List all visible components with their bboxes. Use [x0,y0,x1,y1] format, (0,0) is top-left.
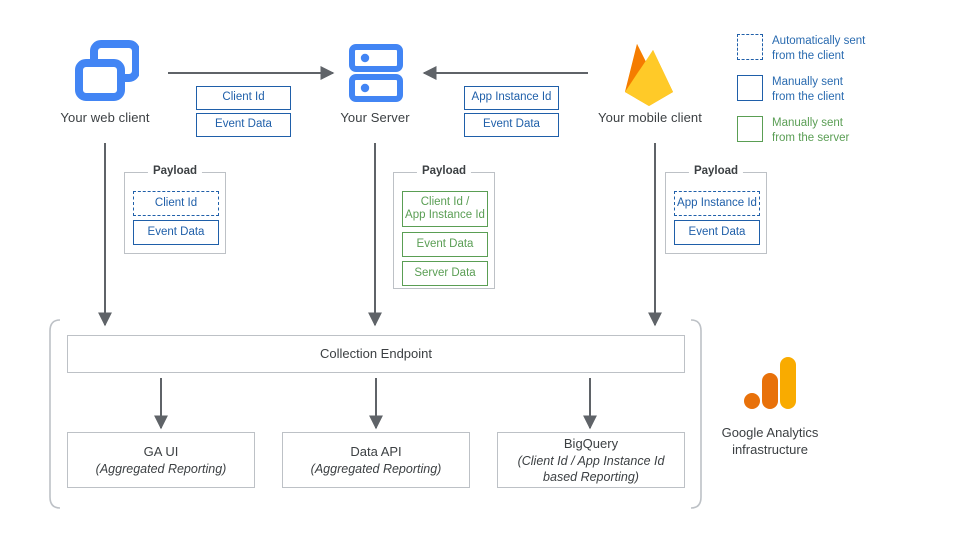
legend-automatic-line1: Automatically sent [772,35,866,47]
payload-server-id-line2: App Instance Id [405,209,485,221]
mobile-client-label: Your mobile client [598,110,702,125]
legend-swatch-solid-green [737,116,763,142]
data-api-title: Data API [350,444,402,460]
server-label: Your Server [340,110,410,125]
firebase-flame-icon [618,38,680,108]
server-racks-icon [349,44,403,102]
chip-mobile-app-instance-id: App Instance Id [464,86,559,110]
chip-mobile-event-data: Event Data [464,113,559,137]
payload-group-web: Payload Client Id Event Data [124,165,226,254]
payload-group-server: Payload Client Id / App Instance Id Even… [393,165,495,289]
collection-endpoint-label: Collection Endpoint [319,346,433,362]
legend-automatic-line2: from the client [772,50,845,63]
ga-ui-subtitle: (Aggregated Reporting) [95,461,227,476]
legend-text-automatic-client: Automatically sent from the client [772,34,865,64]
legend-item-manual-server: Manually sent from the server [737,116,849,146]
collection-endpoint-box: Collection Endpoint [67,335,685,373]
payload-web-event-data: Event Data [133,220,219,245]
ga-ui-title: GA UI [143,444,179,460]
payload-mobile-title: Payload [688,165,744,177]
legend-text-manual-client: Manually sent from the client [772,75,844,105]
bracket-left [49,319,61,509]
payload-server-event-data: Event Data [402,232,488,257]
legend-item-manual-client: Manually sent from the client [737,75,844,105]
payload-mobile-app-instance-id: App Instance Id [674,191,760,216]
legend-item-automatic-client: Automatically sent from the client [737,34,865,64]
legend-swatch-dashed-blue [737,34,763,60]
payload-mobile-event-data: Event Data [674,220,760,245]
bigquery-title: BigQuery [563,435,619,451]
output-box-data-api: Data API (Aggregated Reporting) [282,432,470,488]
bracket-right [690,319,702,509]
legend-text-manual-server: Manually sent from the server [772,116,849,146]
ga-caption-line2: infrastructure [732,442,808,458]
chip-web-client-id: Client Id [196,86,291,110]
payload-server-id-line1: Client Id / [420,195,470,208]
payload-server-title: Payload [416,165,472,177]
payload-server-client-or-app-id: Client Id / App Instance Id [402,191,488,227]
bigquery-subtitle-line2: based Reporting) [543,469,639,484]
google-analytics-logo [742,355,798,411]
output-box-bigquery: BigQuery (Client Id / App Instance Id ba… [497,432,685,488]
bigquery-subtitle-line1: (Client Id / App Instance Id [517,453,665,468]
legend-swatch-solid-blue [737,75,763,101]
payload-web-title: Payload [147,165,203,177]
legend-manual-server-line1: Manually sent [772,117,843,129]
payload-group-mobile: Payload App Instance Id Event Data [665,165,767,254]
output-box-ga-ui: GA UI (Aggregated Reporting) [67,432,255,488]
legend-manual-server-line2: from the server [772,132,850,145]
payload-web-client-id: Client Id [133,191,219,216]
data-api-subtitle: (Aggregated Reporting) [310,461,442,476]
web-windows-icon [75,40,139,102]
ga-caption-line1: Google Analytics [721,425,819,440]
payload-server-server-data: Server Data [402,261,488,286]
chip-web-event-data: Event Data [196,113,291,137]
legend-manual-client-line2: from the client [772,91,845,104]
legend-manual-client-line1: Manually sent [772,76,843,88]
web-client-label: Your web client [60,110,150,125]
ga-infrastructure-caption: Google Analytics infrastructure [690,424,850,458]
